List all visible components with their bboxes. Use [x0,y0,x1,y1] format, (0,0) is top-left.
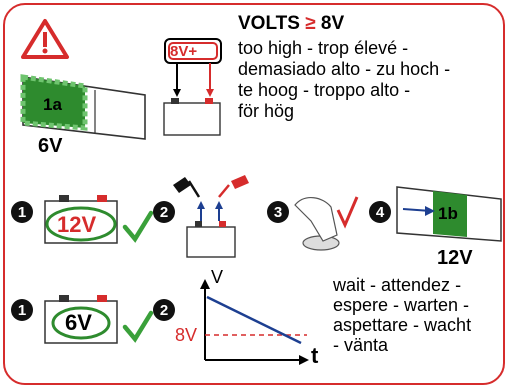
clamp-icon [173,175,249,258]
battery-icon-top [163,38,222,136]
charger-panel-icon-1b [396,186,502,242]
battery-icon-6v [44,295,118,344]
instruction-panel: VOLTS ≥ 8V too high - trop élevé - demas… [3,3,505,385]
graph-axis-t: t [311,343,319,368]
step-number-3-row2: 3 [267,201,289,223]
step-number-4-row2: 4 [369,201,391,223]
step-number-1-row3: 1 [11,299,33,321]
battery-voltage-6v: 6V [65,310,92,335]
step-number-1-row2: 1 [11,201,33,223]
graph-axis-v: V [211,267,224,287]
warning-icon [21,19,69,59]
battery-icon-12v [44,195,118,244]
voltage-graph [200,279,309,365]
battery-voltage-12v: 12V [57,212,97,237]
step-number-2-row3: 2 [153,299,175,321]
graph-threshold-8v: 8V [175,325,198,345]
hand-button-icon [294,196,359,251]
badge-8v: 8V+ [170,43,198,60]
charger-panel-icon-1a [20,74,146,140]
step-1b-label: 1b [438,204,458,223]
check-icon-row2 [122,210,154,243]
wait-translations: wait - attendez - espere - warten - aspe… [333,275,472,355]
check-icon-row3 [122,310,154,343]
warning-translations: too high - trop élevé - demasiado alto -… [238,38,451,121]
step-number-2-row2: 2 [153,201,175,223]
warning-title: VOLTS ≥ 8V [238,13,345,34]
graphics-layer [20,19,502,365]
step-1b-voltage: 12V [437,247,473,269]
step-1a-voltage: 6V [38,135,63,157]
step-1a-label: 1a [43,95,62,114]
